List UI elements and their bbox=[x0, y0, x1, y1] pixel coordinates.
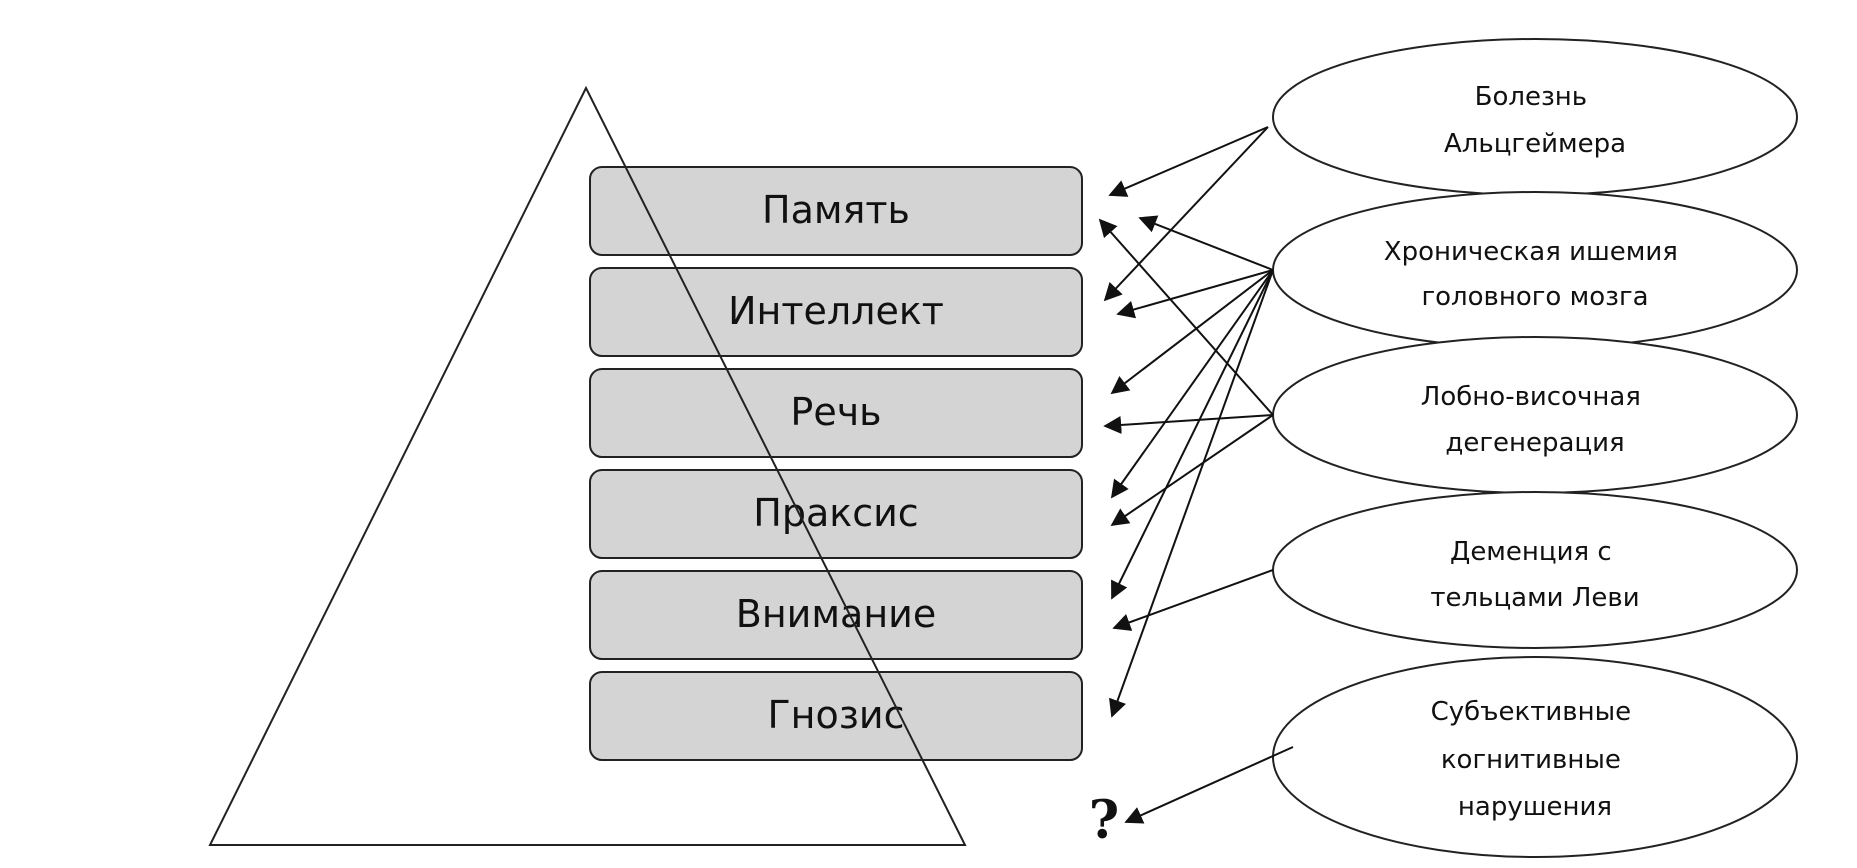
arrow-alzheimer-to-memory bbox=[1108, 126, 1269, 197]
arrow-ftd-to-speech bbox=[1103, 414, 1274, 434]
arrow-ischemia-to-attention bbox=[1111, 269, 1274, 600]
disease-scd: Субъективные когнитивные нарушения bbox=[1272, 656, 1798, 858]
disease-label-alzheimer-line-2: Альцгеймера bbox=[1444, 129, 1626, 159]
disease-label-ischemia-line-2: головного мозга bbox=[1421, 282, 1648, 312]
arrow-ischemia-to-gnosis bbox=[1109, 269, 1274, 718]
disease-label-lewy-line-2: тельцами Леви bbox=[1430, 583, 1639, 613]
disease-label-lewy-line-1: Деменция с bbox=[1450, 537, 1612, 567]
cognitive-domains: Память Интеллект Речь Праксис Внимание Г… bbox=[589, 166, 1083, 761]
domain-label-praxis: Праксис bbox=[753, 491, 918, 535]
arrow-ischemia-to-intellect bbox=[1116, 269, 1274, 319]
domain-label-speech: Речь bbox=[790, 390, 881, 434]
diseases: Болезнь Альцгеймера Хроническая ишемия г… bbox=[1272, 38, 1798, 858]
disease-label-ftd-line-2: дегенерация bbox=[1445, 428, 1624, 458]
arrow-scd-to-unknown bbox=[1124, 746, 1294, 824]
domain-memory: Память bbox=[589, 166, 1083, 256]
arrow-ischemia-to-praxis bbox=[1110, 269, 1274, 499]
disease-label-scd: Субъективные когнитивные нарушения bbox=[1431, 697, 1640, 822]
disease-label-scd-line-2: когнитивные bbox=[1441, 745, 1621, 775]
domain-speech: Речь bbox=[589, 368, 1083, 458]
arrow-alzheimer-to-intellect bbox=[1103, 126, 1269, 302]
disease-ischemia: Хроническая ишемия головного мозга bbox=[1272, 191, 1798, 349]
domain-label-memory: Память bbox=[762, 188, 910, 232]
arrow-ftd-to-memory bbox=[1098, 218, 1274, 416]
domain-label-attention: Внимание bbox=[736, 592, 936, 636]
disease-lewy: Деменция с тельцами Леви bbox=[1272, 491, 1798, 649]
disease-label-ftd-line-1: Лобно-височная bbox=[1421, 382, 1641, 412]
disease-label-scd-line-1: Субъективные bbox=[1431, 697, 1632, 727]
arrow-ftd-to-praxis bbox=[1110, 414, 1274, 527]
disease-alzheimer: Болезнь Альцгеймера bbox=[1272, 38, 1798, 196]
domain-label-gnosis: Гнозис bbox=[767, 693, 904, 737]
disease-ftd: Лобно-височная дегенерация bbox=[1272, 336, 1798, 494]
arrow-lewy-to-attention bbox=[1112, 569, 1274, 631]
disease-label-ftd: Лобно-височная дегенерация bbox=[1421, 382, 1649, 458]
domain-intellect: Интеллект bbox=[589, 267, 1083, 357]
arrow-ischemia-to-speech bbox=[1110, 269, 1274, 395]
disease-label-lewy: Деменция с тельцами Леви bbox=[1430, 537, 1639, 613]
arrow-ischemia-to-memory bbox=[1138, 215, 1274, 271]
disease-label-ischemia: Хроническая ишемия головного мозга bbox=[1384, 237, 1686, 312]
arrows bbox=[1098, 126, 1294, 824]
domain-praxis: Праксис bbox=[589, 469, 1083, 559]
disease-label-alzheimer-line-1: Болезнь bbox=[1475, 82, 1588, 112]
domain-attention: Внимание bbox=[589, 570, 1083, 660]
domain-label-intellect: Интеллект bbox=[728, 289, 944, 333]
disease-label-scd-line-3: нарушения bbox=[1458, 792, 1612, 822]
disease-label-alzheimer: Болезнь Альцгеймера bbox=[1444, 82, 1626, 159]
domain-gnosis: Гнозис bbox=[589, 671, 1083, 761]
unknown-question-mark: ? bbox=[1089, 790, 1119, 851]
pyramid-triangle bbox=[208, 85, 967, 846]
disease-label-ischemia-line-1: Хроническая ишемия bbox=[1384, 237, 1678, 267]
